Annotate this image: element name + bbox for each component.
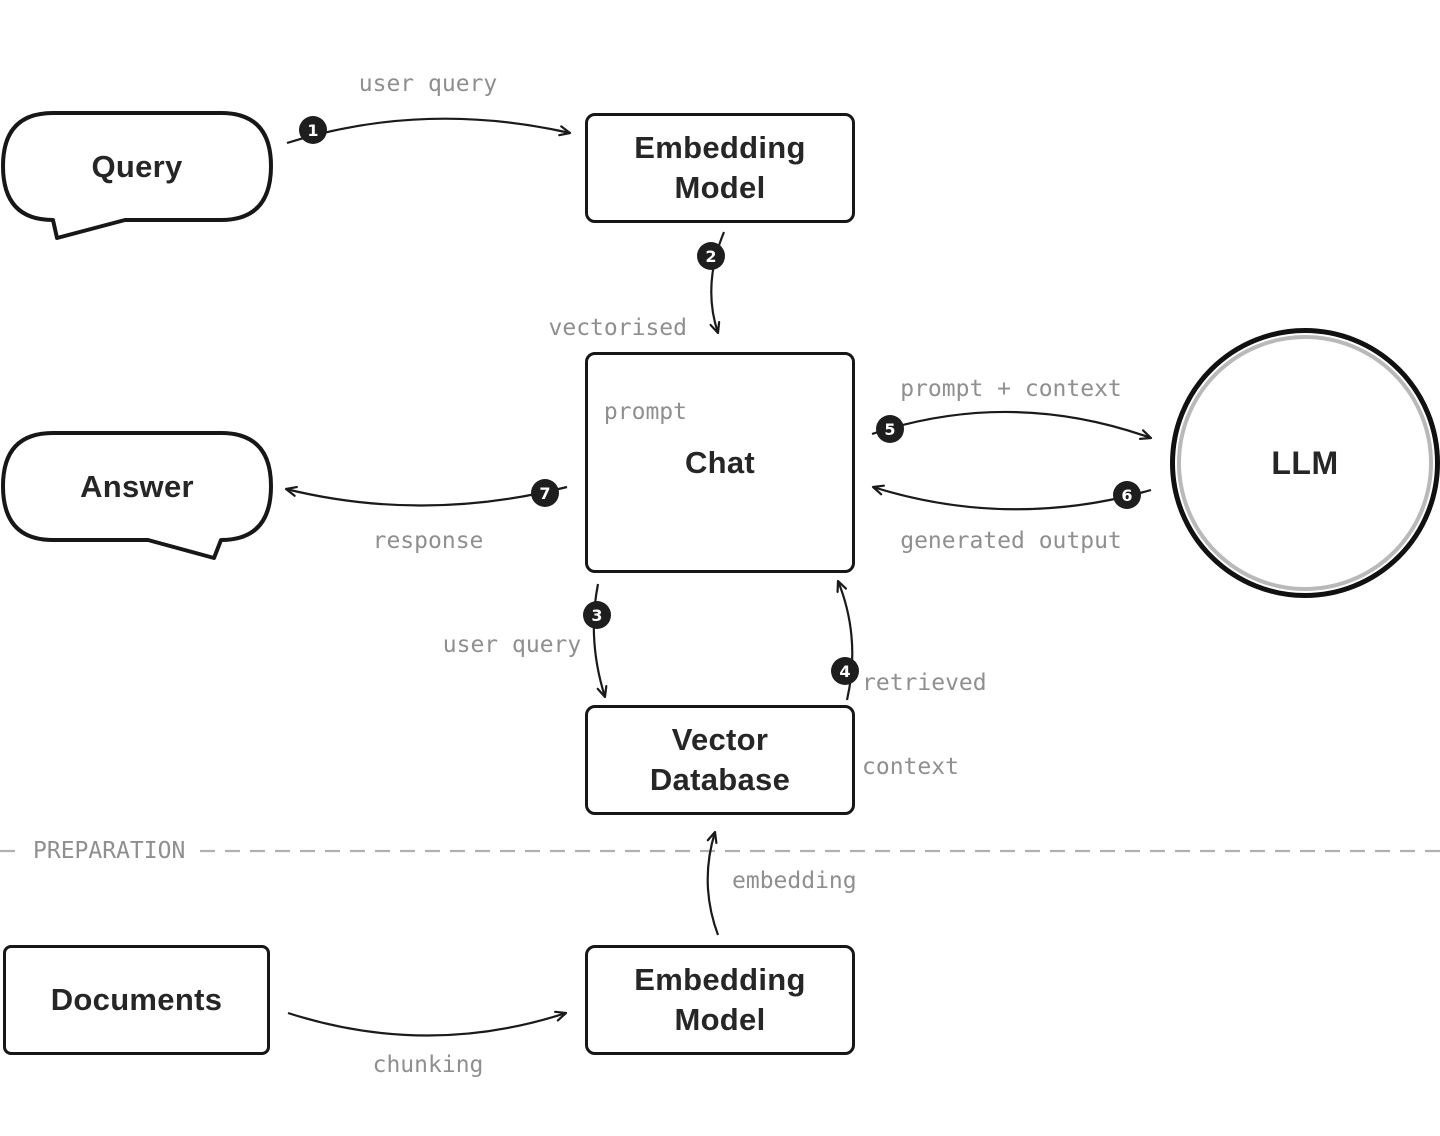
- step-badge-1: 1: [299, 116, 327, 144]
- answer-label: Answer: [80, 468, 194, 504]
- embedding-model-top-label-line1: Embedding: [634, 130, 806, 165]
- arrow-retrieved-context: [836, 579, 854, 701]
- edge-label-vectorised-prompt-line1: vectorised: [548, 315, 687, 341]
- embedding-model-bottom-label-line1: Embedding: [634, 962, 806, 997]
- llm-label: LLM: [1271, 444, 1339, 481]
- answer-speech-bubble: [1, 431, 273, 560]
- edge-label-vectorised-prompt-line2: prompt: [603, 399, 687, 425]
- arrow-prompt-context: [871, 410, 1153, 440]
- step-badge-7: 7: [531, 479, 559, 507]
- documents-label: Documents: [50, 982, 223, 1017]
- step-badge-6: 6: [1113, 481, 1141, 509]
- node-chat: Chat: [585, 352, 855, 573]
- node-llm: LLM: [1170, 328, 1440, 598]
- query-label: Query: [91, 148, 183, 184]
- edge-label-chunking: chunking: [372, 1052, 484, 1078]
- vector-database-label-line1: Vector: [671, 722, 769, 757]
- step-badge-3: 3: [583, 601, 611, 629]
- arrow-response: [284, 485, 568, 507]
- step-badge-4: 4: [831, 657, 859, 685]
- arrow-user-query-mid: [592, 583, 608, 699]
- edge-label-generated-output: generated output: [900, 528, 1122, 554]
- step-badge-5: 5: [876, 415, 904, 443]
- edge-label-prompt-context: prompt + context: [900, 376, 1122, 402]
- edge-label-response: response: [372, 528, 484, 554]
- node-documents: Documents: [3, 945, 270, 1055]
- arrow-embedding: [706, 830, 720, 936]
- query-speech-bubble: [1, 111, 273, 240]
- arrow-user-query: [286, 117, 572, 145]
- arrow-chunking: [287, 1010, 568, 1037]
- edge-label-retrieved-context: retrieved context: [862, 613, 987, 837]
- node-vector-database: Vector Database: [585, 705, 855, 815]
- step-badge-2: 2: [697, 242, 725, 270]
- vector-database-label-line2: Database: [649, 762, 791, 797]
- arrow-generated-output: [871, 484, 1152, 511]
- embedding-model-top-label-line2: Model: [674, 170, 766, 205]
- edge-label-retrieved-context-line1: retrieved: [862, 670, 987, 696]
- edge-label-vectorised-prompt: vectorised prompt: [549, 258, 687, 482]
- chat-label: Chat: [684, 444, 756, 480]
- embedding-model-bottom-label-line2: Model: [674, 1002, 766, 1037]
- edge-label-user-query-mid: user query: [442, 632, 582, 658]
- node-embedding-model-bottom: Embedding Model: [585, 945, 855, 1055]
- node-embedding-model-top: Embedding Model: [585, 113, 855, 223]
- preparation-divider-label: PREPARATION: [24, 837, 200, 865]
- arrow-vectorised-prompt: [709, 231, 726, 335]
- edge-label-user-query-top: user query: [358, 71, 498, 97]
- edge-label-embedding: embedding: [732, 868, 857, 894]
- edge-label-retrieved-context-line2: context: [862, 754, 959, 780]
